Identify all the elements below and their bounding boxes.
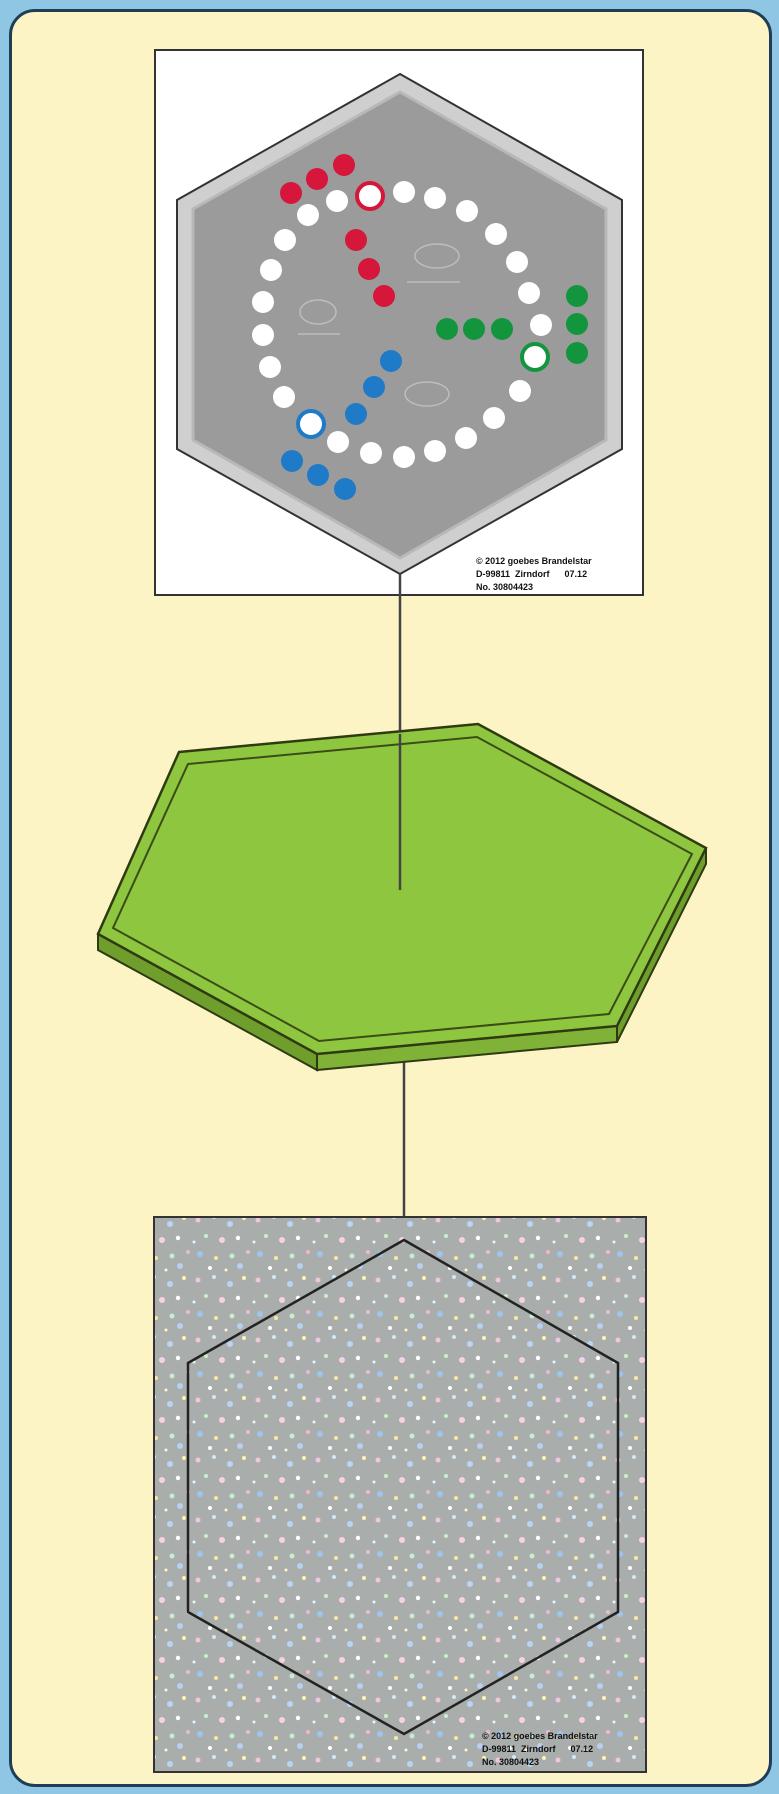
bottom-card-copyright: © 2012 goebes Brandelstar bbox=[482, 1730, 598, 1743]
bottom-card-imprint: © 2012 goebes Brandelstar D-99811 Zirndo… bbox=[482, 1730, 598, 1769]
top-card-number: No. 30804423 bbox=[476, 581, 592, 594]
top-game-board-card bbox=[155, 50, 643, 595]
glitter-sheet-card bbox=[154, 1217, 646, 1772]
top-card-copyright: © 2012 goebes Brandelstar bbox=[476, 555, 592, 568]
top-card-address: D-99811 Zirndorf 07.12 bbox=[476, 568, 592, 581]
assembly-panel: © 2012 goebes Brandelstar D-99811 Zirndo… bbox=[9, 9, 772, 1787]
assembly-illustration bbox=[12, 12, 769, 1784]
top-card-imprint: © 2012 goebes Brandelstar D-99811 Zirndo… bbox=[476, 555, 592, 594]
bottom-card-number: No. 30804423 bbox=[482, 1756, 598, 1769]
bottom-card-address: D-99811 Zirndorf 07.12 bbox=[482, 1743, 598, 1756]
green-hexagon-base bbox=[98, 724, 706, 1070]
